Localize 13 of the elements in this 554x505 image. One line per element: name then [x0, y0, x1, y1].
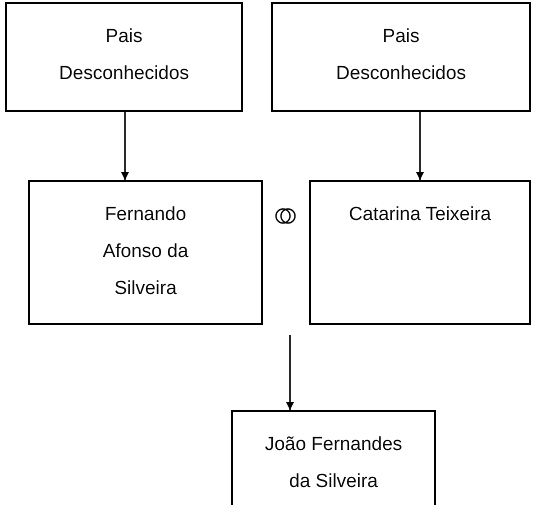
person-box	[28, 180, 263, 325]
person-name: Pais Desconhecidos	[335, 25, 467, 86]
person-name: Catarina Teixeira	[348, 203, 492, 227]
person-box	[5, 2, 243, 112]
person-name: Pais Desconhecidos	[58, 25, 190, 86]
person-name: João Fernandes da Silveira	[264, 433, 404, 494]
arrow	[121, 112, 129, 180]
person-box	[271, 2, 531, 112]
arrow	[416, 112, 424, 180]
person-name: Fernando Afonso da Silveira	[102, 203, 190, 301]
arrow	[286, 335, 294, 410]
person-box	[231, 410, 436, 505]
person-box	[309, 180, 531, 325]
